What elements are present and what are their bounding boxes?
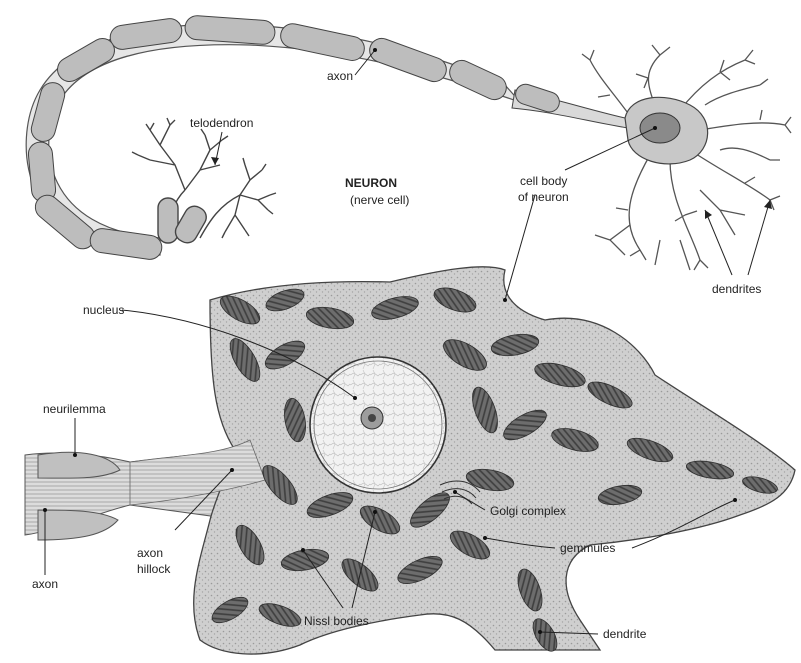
label-cell-body-2: of neuron bbox=[518, 190, 569, 204]
enlarged-cell-body bbox=[25, 267, 795, 655]
label-golgi-complex: Golgi complex bbox=[490, 504, 566, 518]
label-neurilemma: neurilemma bbox=[43, 402, 106, 416]
label-axon-hillock-2: hillock bbox=[137, 562, 171, 576]
label-gemmules: gemmules bbox=[560, 541, 615, 555]
label-axon-hillock-1: axon bbox=[137, 546, 163, 560]
label-telodendron: telodendron bbox=[190, 116, 253, 130]
neuron-axon-myelin bbox=[26, 15, 628, 261]
label-nucleus: nucleus bbox=[83, 303, 124, 317]
label-axon-bottom: axon bbox=[32, 577, 58, 591]
diagram-title: NEURON bbox=[345, 176, 397, 190]
label-axon-top: axon bbox=[327, 69, 353, 83]
diagram-subtitle: (nerve cell) bbox=[350, 193, 409, 207]
telodendron-branch bbox=[132, 118, 276, 246]
label-dendrites: dendrites bbox=[712, 282, 761, 296]
label-cell-body-1: cell body bbox=[520, 174, 567, 188]
label-nissl-bodies: Nissl bodies bbox=[304, 614, 369, 628]
label-dendrite: dendrite bbox=[603, 627, 647, 641]
